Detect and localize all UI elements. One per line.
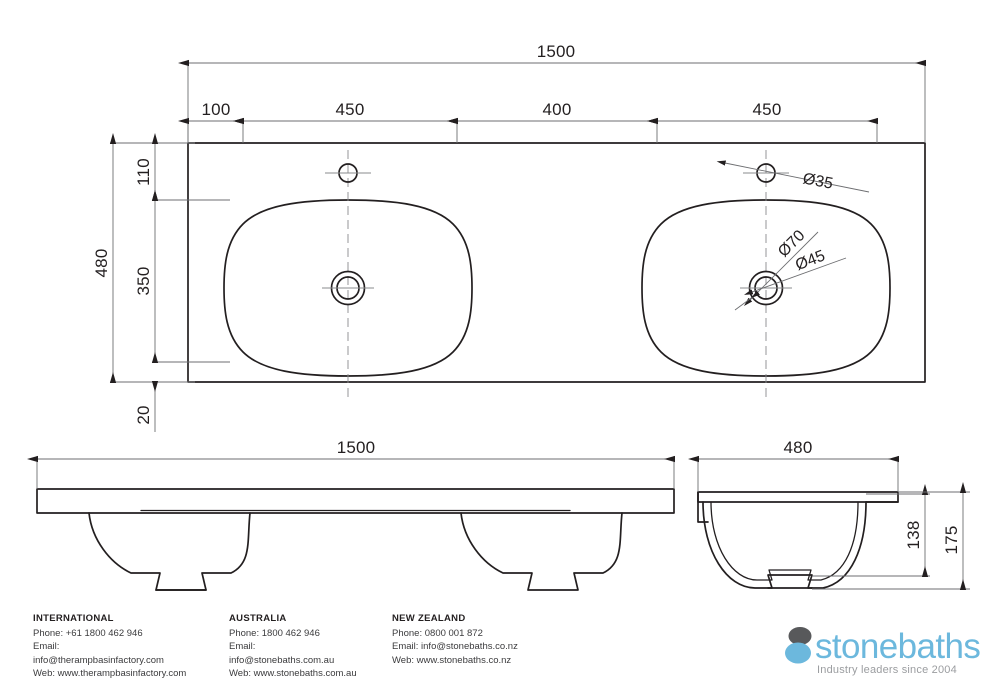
front-elevation: 1500 — [27, 438, 675, 591]
contact-email-label: Email: — [33, 641, 60, 653]
front-right-bowl — [460, 512, 623, 591]
dim-1500-front-label: 1500 — [337, 438, 376, 457]
dim-100-label: 100 — [202, 100, 231, 119]
contact-phone: Phone: +61 1800 462 946 — [33, 627, 143, 639]
dim-480-label: 480 — [92, 249, 111, 278]
logo-mark-lower-icon — [785, 642, 811, 664]
logo-wordmark: stonebaths — [815, 627, 980, 666]
logo-svg: stonebaths Industry leaders since 2004 — [785, 627, 981, 676]
contact-web[interactable]: Web: www.stonebaths.co.nz — [392, 654, 512, 666]
contact-region-label: NEW ZEALAND — [392, 613, 466, 624]
contact-block-new-zealand: NEW ZEALAND Phone: 0800 001 872 Email: i… — [392, 612, 518, 667]
logo-mark-upper-icon — [788, 627, 812, 645]
dim-110-label: 110 — [134, 158, 153, 186]
dim-175-label: 175 — [942, 526, 961, 555]
contact-email-value[interactable]: Email: info@stonebaths.co.nz — [392, 641, 518, 653]
dim-1500-plan-label: 1500 — [537, 42, 576, 61]
contact-email-value[interactable]: info@therampbasinfactory.com — [33, 654, 164, 666]
contact-region-label: AUSTRALIA — [229, 613, 287, 624]
contact-phone: Phone: 1800 462 946 — [229, 627, 320, 639]
front-left-bowl — [88, 512, 251, 591]
contact-web[interactable]: Web: www.therampbasinfactory.com — [33, 668, 187, 680]
contact-phone: Phone: 0800 001 872 — [392, 627, 483, 639]
dia35-label: Ø35 — [801, 170, 834, 192]
dim-450b-label: 450 — [753, 100, 782, 119]
dia45-leader — [744, 257, 847, 295]
plan-slab-outline — [187, 142, 926, 383]
dim-20-label: 20 — [134, 405, 153, 424]
dim-350-label: 350 — [134, 267, 153, 296]
side-slab-top — [697, 491, 899, 503]
dim-450a-label: 450 — [336, 100, 365, 119]
contact-block-international: INTERNATIONAL Phone: +61 1800 462 946 Em… — [33, 612, 186, 681]
contact-region-label: INTERNATIONAL — [33, 613, 114, 624]
side-bowl-inner — [710, 501, 859, 581]
dim-480-side-label: 480 — [784, 438, 813, 457]
side-bowl-outer — [702, 501, 867, 589]
logo-tagline: Industry leaders since 2004 — [817, 664, 957, 676]
contact-block-australia: AUSTRALIA Phone: 1800 462 946 Email: inf… — [229, 612, 357, 681]
dim-138-label: 138 — [904, 521, 923, 550]
side-elevation: 480 138 175 — [688, 438, 970, 590]
front-slab-band — [36, 488, 675, 514]
footer: INTERNATIONAL Phone: +61 1800 462 946 Em… — [0, 612, 1000, 700]
dim-400-label: 400 — [543, 100, 572, 119]
plan-view: Ø35 Ø70 Ø45 1500 — [92, 42, 926, 432]
contact-email-value[interactable]: info@stonebaths.com.au — [229, 654, 335, 666]
waste-extra-leader — [734, 290, 760, 311]
stonebaths-logo[interactable]: stonebaths Industry leaders since 2004 — [782, 622, 992, 678]
dia35-leader — [716, 160, 870, 193]
contact-web[interactable]: Web: www.stonebaths.com.au — [229, 668, 357, 680]
contact-email-label: Email: — [229, 641, 256, 653]
